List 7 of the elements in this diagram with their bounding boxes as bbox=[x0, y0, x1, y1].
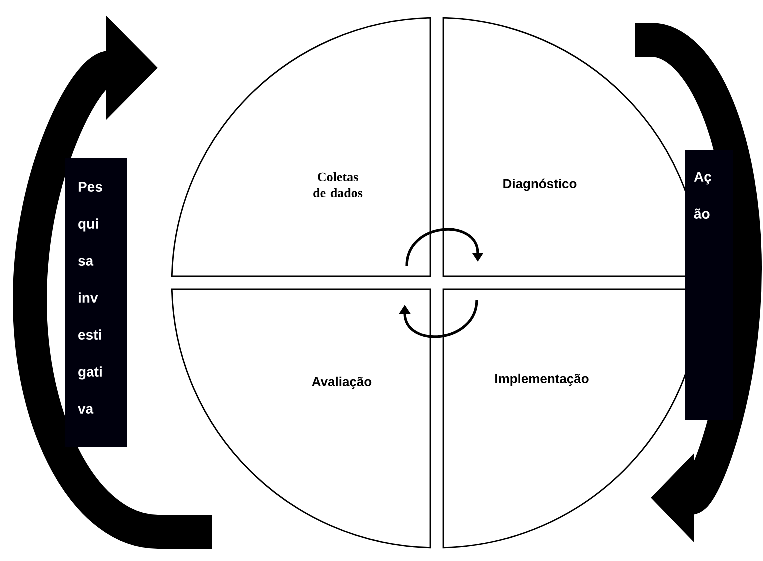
cycle-arrow bbox=[406, 228, 484, 266]
label-bar: Aç ão bbox=[685, 150, 733, 420]
cycle-arrow bbox=[399, 300, 478, 338]
quadrant-box: Avaliação bbox=[171, 288, 432, 549]
label-bar: Pes qui sa inv esti gati va bbox=[65, 158, 127, 447]
quadrant-box: Coletas de dados bbox=[171, 17, 432, 278]
quadrant-box: Implementação bbox=[442, 288, 703, 549]
